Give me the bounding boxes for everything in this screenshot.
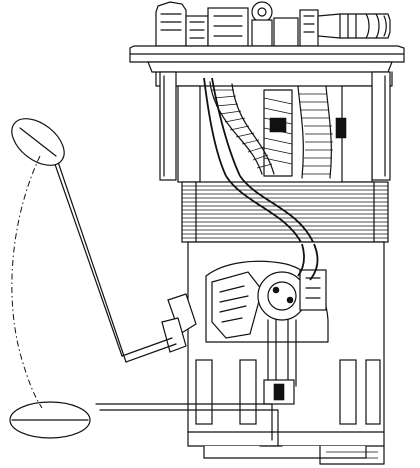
- top-connector-assembly: [155, 1, 391, 47]
- pump-body: [203, 77, 347, 179]
- ribbed-band: [181, 175, 389, 245]
- float-swing-path: [11, 155, 43, 409]
- lower-float: [9, 401, 91, 439]
- reservoir-canister: [187, 241, 385, 465]
- upper-float: [11, 118, 65, 166]
- float-arm: [49, 149, 283, 447]
- mounting-flange: [129, 45, 405, 183]
